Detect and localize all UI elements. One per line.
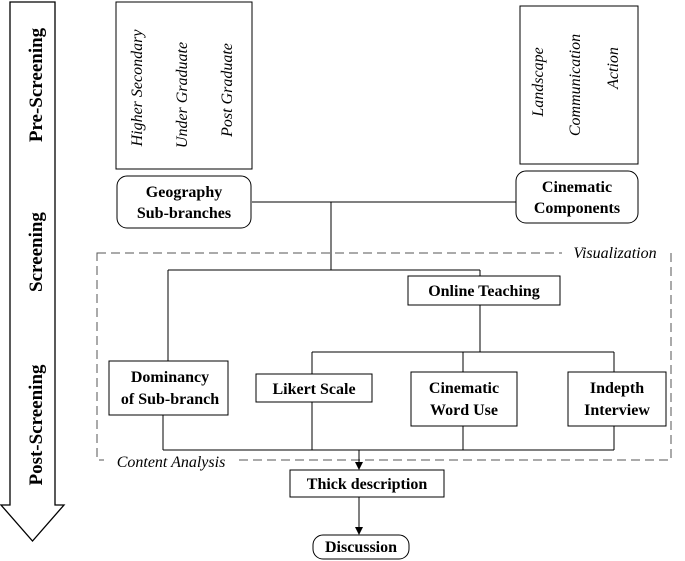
education-level-under-graduate: Under Graduate (174, 42, 191, 148)
geography-subbranches-box (116, 175, 252, 229)
dominancy-line2: of Sub-branch (121, 391, 219, 408)
cinematic-type-landscape: Landscape (530, 47, 547, 117)
stage-post-screening: Post-Screening (26, 364, 47, 486)
education-level-higher-secondary: Higher Secondary (129, 29, 146, 148)
visualization-region (96, 252, 672, 461)
cinematic-types-box (519, 5, 639, 165)
dominancy-box (108, 360, 229, 416)
thick-description-label: Thick description (307, 476, 428, 493)
cinematic-word-line2: Word Use (430, 402, 498, 419)
geography-line2: Sub-branches (137, 205, 231, 222)
indepth-interview-box (567, 371, 667, 427)
likert-scale-label: Likert Scale (272, 381, 355, 398)
discussion-label: Discussion (325, 539, 397, 556)
education-level-post-graduate: Post Graduate (219, 43, 236, 138)
education-levels-box (115, 1, 253, 170)
cinematic-components-line2: Components (534, 200, 620, 217)
cinematic-type-action: Action (605, 47, 622, 90)
cinematic-word-use-box (410, 371, 518, 427)
online-teaching-box (407, 275, 561, 306)
stage-arrow (0, 1, 66, 542)
cinematic-word-line1: Cinematic (429, 380, 499, 397)
thick-description-box (289, 469, 445, 498)
cinematic-components-line1: Cinematic (542, 179, 612, 196)
visualization-label: Visualization (573, 245, 656, 262)
dominancy-line1: Dominancy (131, 369, 209, 386)
stage-pre-screening: Pre-Screening (26, 27, 47, 142)
discussion-box (312, 534, 410, 560)
cinematic-type-communication: Communication (567, 34, 584, 136)
online-teaching-label: Online Teaching (428, 283, 540, 300)
indepth-line1: Indepth (590, 380, 644, 397)
indepth-line2: Interview (584, 402, 650, 419)
geography-line1: Geography (146, 184, 222, 201)
likert-scale-box (255, 373, 373, 403)
stage-screening: Screening (26, 212, 47, 292)
cinematic-components-box (515, 170, 639, 224)
content-analysis-label: Content Analysis (117, 454, 226, 471)
